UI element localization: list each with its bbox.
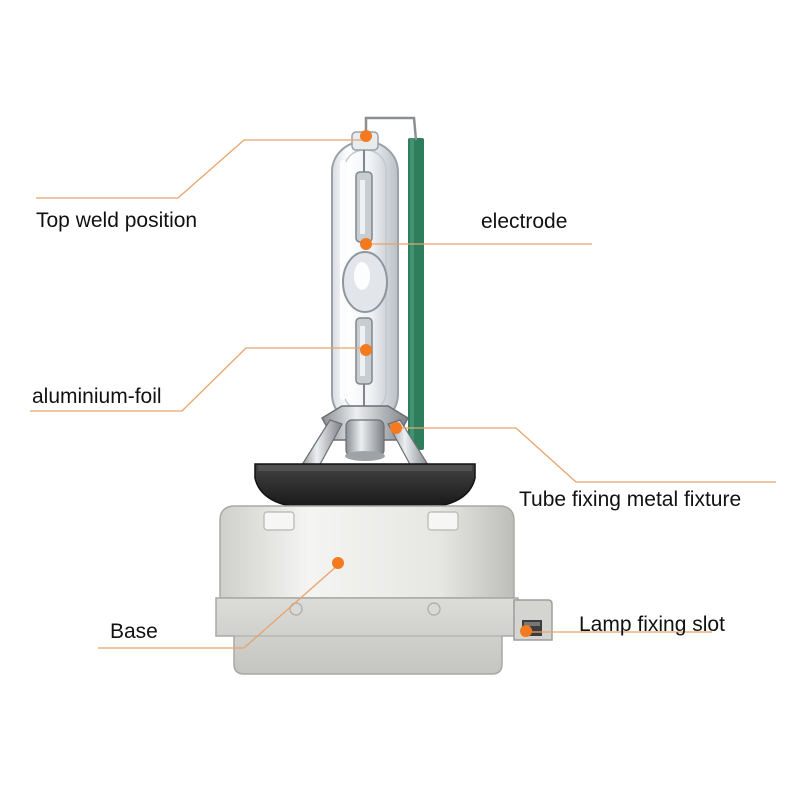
lamp-slot-tab	[513, 599, 553, 641]
callout-dot	[360, 130, 372, 142]
callout-dot	[360, 344, 372, 356]
callout-dot	[390, 422, 402, 434]
label-aluminium-foil: aluminium-foil	[32, 385, 162, 408]
callout-electrode: electrode	[360, 210, 592, 250]
glass-tube	[331, 131, 399, 425]
callouts: Top weld position electrode aluminium-fo…	[30, 130, 776, 649]
callout-lamp-fixing-slot: Lamp fixing slot	[520, 613, 725, 637]
bulb-illustration	[215, 116, 553, 675]
label-top-weld-position: Top weld position	[36, 209, 197, 232]
flange	[254, 463, 476, 507]
base-body	[215, 505, 519, 675]
callout-dot	[332, 557, 344, 569]
label-lamp-fixing-slot: Lamp fixing slot	[579, 613, 725, 636]
callout-tube-fixing-metal-fixture: Tube fixing metal fixture	[390, 422, 776, 511]
label-electrode: electrode	[481, 210, 567, 233]
label-base: Base	[110, 620, 158, 643]
callout-aluminium-foil: aluminium-foil	[30, 344, 372, 412]
label-tube-fixing-metal-fixture: Tube fixing metal fixture	[519, 488, 741, 511]
leader-line	[98, 564, 339, 649]
support-rod	[364, 116, 424, 450]
callout-base: Base	[98, 557, 344, 649]
callout-dot	[360, 238, 372, 250]
leader-line	[36, 139, 366, 199]
callout-top-weld-position: Top weld position	[36, 130, 372, 232]
leader-line	[30, 347, 366, 412]
leader-line	[398, 427, 776, 483]
metal-fixture	[298, 405, 432, 469]
callout-dot	[520, 625, 532, 637]
